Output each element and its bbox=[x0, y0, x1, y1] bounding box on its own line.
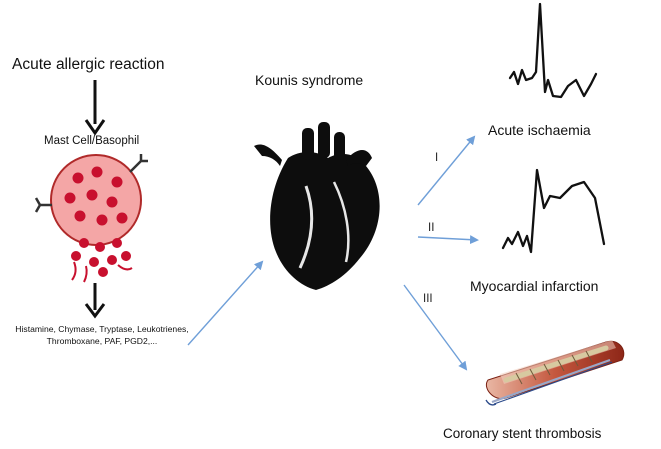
label-myocardial-infarction: Myocardial infarction bbox=[470, 278, 599, 294]
label-kounis-syndrome: Kounis syndrome bbox=[255, 72, 364, 88]
ecg-infarction-icon bbox=[501, 168, 606, 254]
arrow-pathway-III bbox=[403, 284, 468, 371]
label-mast-cell: Mast Cell/Basophil bbox=[44, 135, 140, 147]
pathway-numeral-I: I bbox=[435, 152, 439, 164]
pathway-numeral-II: II bbox=[428, 222, 435, 234]
pathway-numeral-III: III bbox=[423, 293, 433, 305]
label-acute-allergic-reaction: Acute allergic reaction bbox=[12, 56, 165, 73]
label-mediators: Histamine, Chymase, Tryptase, Leukotrien… bbox=[15, 324, 189, 346]
arrow-allergy-to-mastcell bbox=[84, 80, 106, 136]
label-coronary-stent-thrombosis: Coronary stent thrombosis bbox=[443, 426, 602, 441]
arrow-pathway-I bbox=[417, 135, 476, 206]
mast-cell-icon bbox=[34, 154, 148, 283]
stent-icon bbox=[485, 340, 625, 406]
heart-icon bbox=[254, 122, 380, 290]
arrow-mediators-to-kounis bbox=[187, 260, 264, 346]
arrow-pathway-II bbox=[417, 235, 479, 245]
arrow-mastcell-to-mediators bbox=[84, 283, 106, 319]
ecg-ischaemia-icon bbox=[508, 2, 598, 99]
label-acute-ischaemia: Acute ischaemia bbox=[488, 122, 591, 138]
